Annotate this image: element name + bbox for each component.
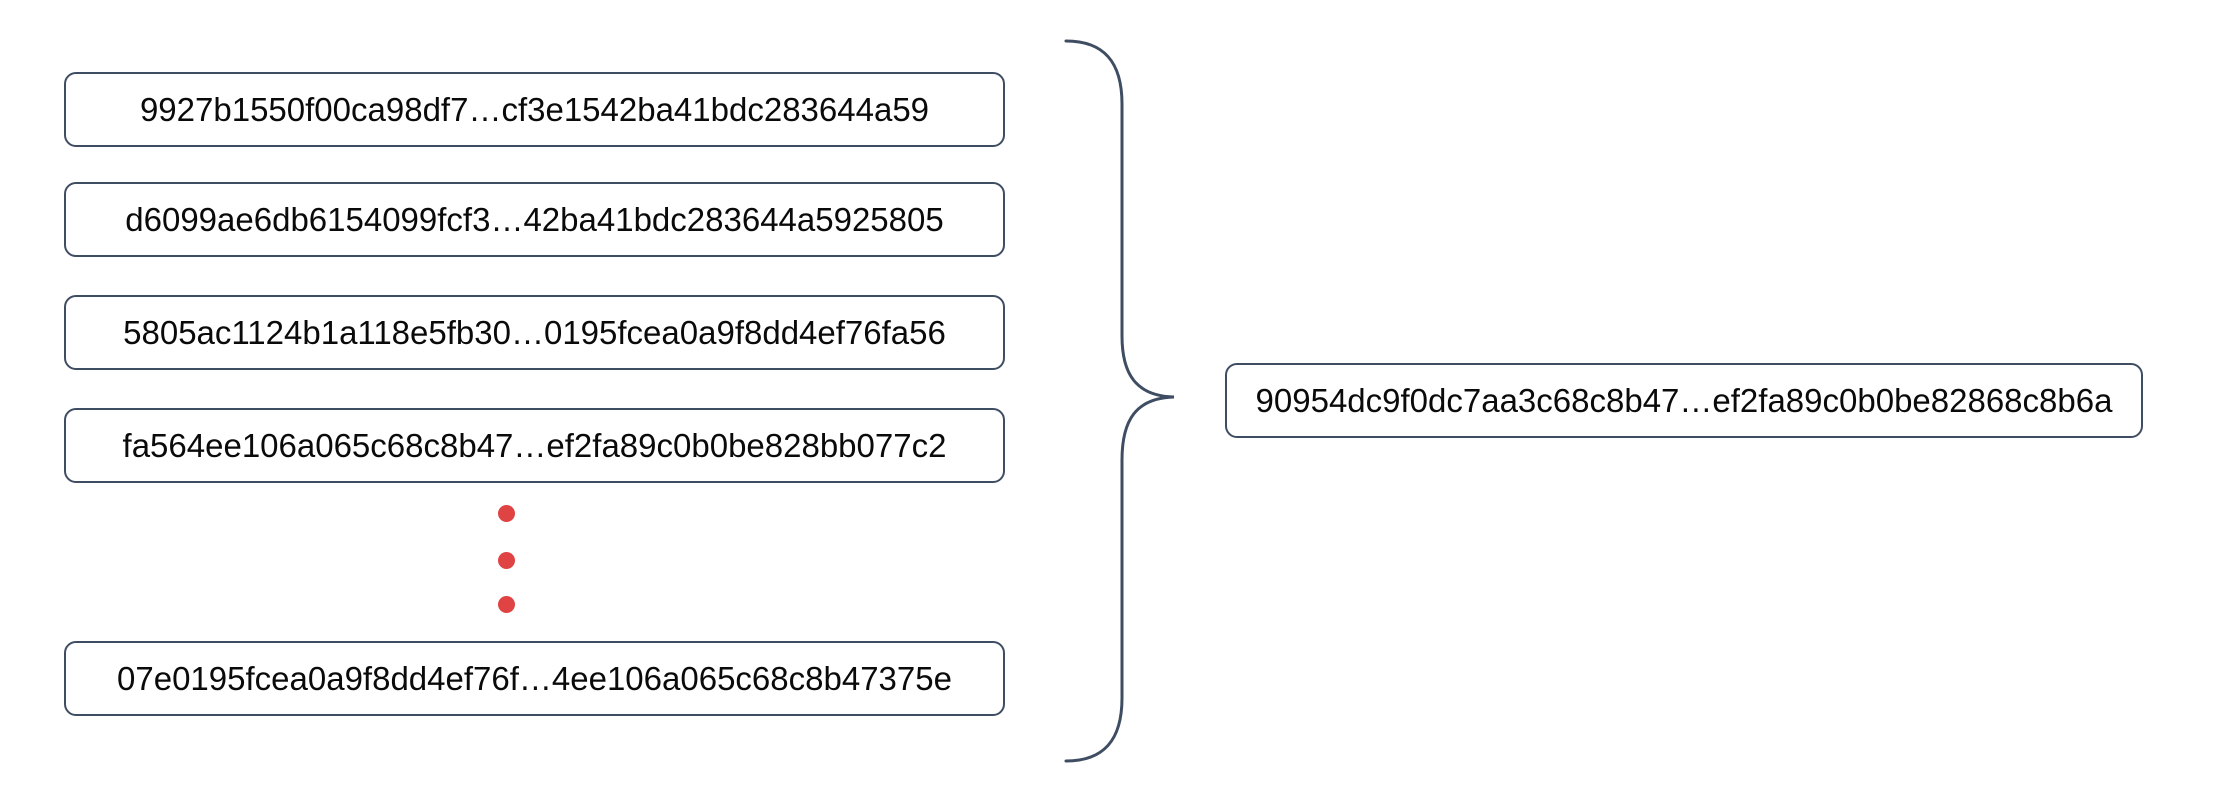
hash-box-5-label: 07e0195fcea0a9f8dd4ef76f…4ee106a065c68c8… [117,659,952,697]
hash-box-1-label: 9927b1550f00ca98df7…cf3e1542ba41bdc28364… [139,90,930,128]
hash-box-4-label: fa564ee106a065c68c8b47…ef2fa89c0b0be828b… [122,426,947,464]
hash-box-3: 5805ac1124b1a118e5fb30…0195fcea0a9f8dd4e… [64,295,1005,370]
result-hash-box-label: 90954dc9f0dc7aa3c68c8b47…ef2fa89c0b0be82… [1255,381,2113,419]
curly-brace-icon [1064,39,1175,763]
result-hash-box: 90954dc9f0dc7aa3c68c8b47…ef2fa89c0b0be82… [1225,363,2143,438]
hash-box-2: d6099ae6db6154099fcf3…42ba41bdc283644a59… [64,182,1005,257]
hash-box-5: 07e0195fcea0a9f8dd4ef76f…4ee106a065c68c8… [64,641,1005,716]
ellipsis-dot [498,552,515,569]
ellipsis-dot [498,505,515,522]
hash-box-2-label: d6099ae6db6154099fcf3…42ba41bdc283644a59… [125,200,944,238]
ellipsis-dot [498,596,515,613]
hash-box-3-label: 5805ac1124b1a118e5fb30…0195fcea0a9f8dd4e… [123,313,946,351]
hash-box-1: 9927b1550f00ca98df7…cf3e1542ba41bdc28364… [64,72,1005,147]
hash-box-4: fa564ee106a065c68c8b47…ef2fa89c0b0be828b… [64,408,1005,483]
